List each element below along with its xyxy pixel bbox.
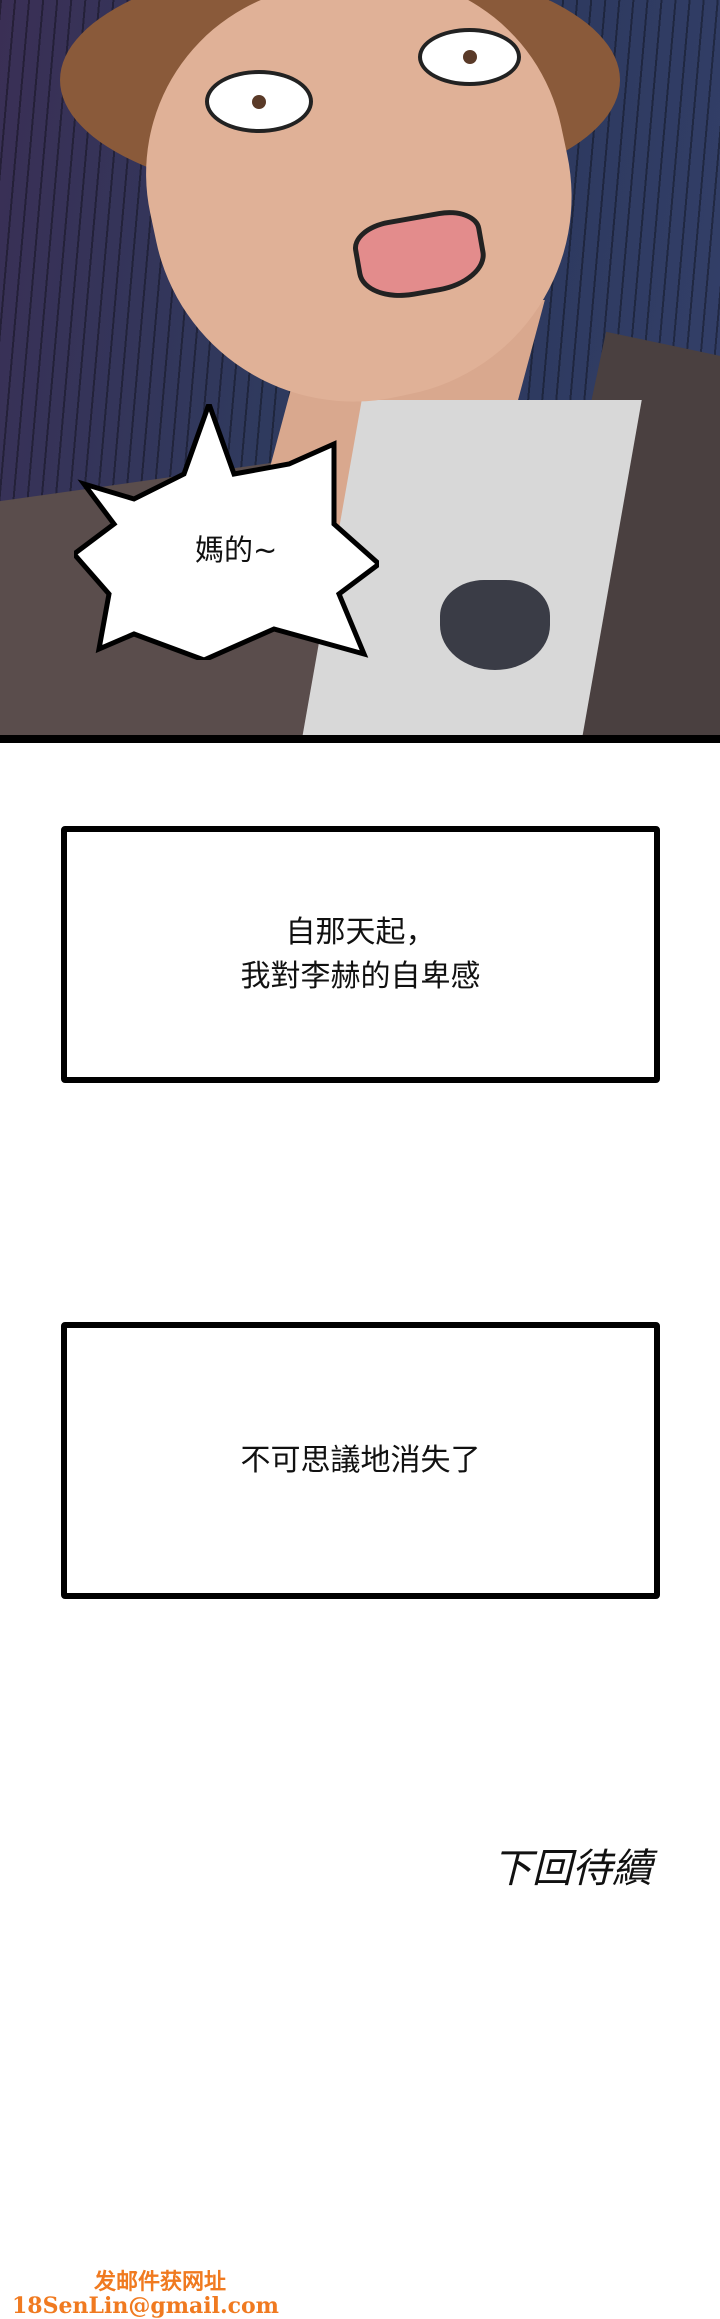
comic-panel-image: 媽的~	[0, 0, 720, 735]
right-eye	[418, 28, 521, 86]
speech-bubble-text: 媽的~	[195, 533, 278, 567]
caption-text-2: 不可思議地消失了	[241, 1439, 481, 1483]
caption-line: 自那天起，	[285, 914, 436, 950]
caption-line: 不可思議地消失了	[240, 1442, 481, 1478]
caption-text-1: 自那天起， 我對李赫的自卑感	[241, 911, 481, 999]
left-eye	[205, 70, 313, 133]
to-be-continued-text: 下回待續	[492, 1846, 652, 1892]
caption-box-1: 自那天起， 我對李赫的自卑感	[61, 826, 660, 1083]
watermark-email: 18SenLin@gmail.com	[12, 2293, 279, 2319]
watermark-line-1: 发邮件获网址	[94, 2269, 227, 2295]
panel-border	[0, 735, 720, 743]
caption-line: 我對李赫的自卑感	[240, 958, 481, 994]
character-tie	[440, 580, 550, 670]
caption-box-2: 不可思議地消失了	[61, 1322, 660, 1599]
speech-bubble	[74, 404, 379, 660]
